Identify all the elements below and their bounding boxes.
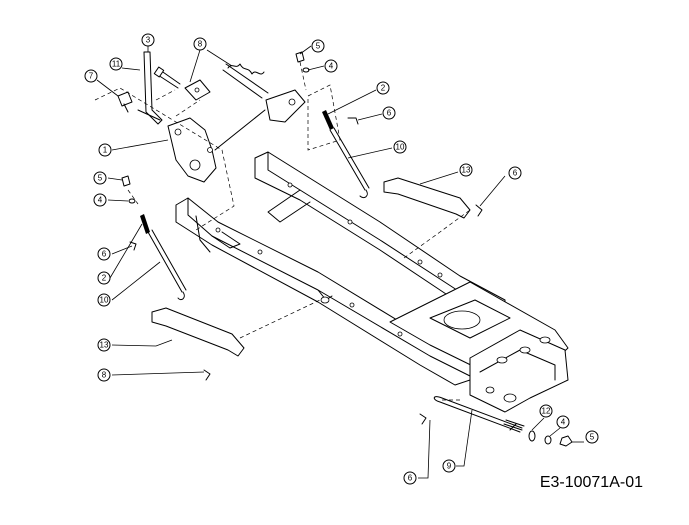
callout-4b: 4 (93, 193, 107, 207)
callout-6c: 6 (97, 247, 111, 261)
clip-7 (117, 91, 133, 113)
pin-2-right (322, 110, 334, 130)
callout-9: 9 (442, 459, 456, 473)
callout-8b: 8 (97, 368, 111, 382)
clip-8-left (203, 369, 211, 381)
svg-text:10: 10 (396, 143, 405, 152)
callout-12: 12 (539, 404, 553, 418)
screw-5-top (295, 51, 305, 63)
rod-10-left (147, 229, 187, 301)
small-plate (184, 79, 211, 101)
callout-7: 7 (84, 69, 98, 83)
svg-text:6: 6 (408, 474, 413, 483)
svg-text:10: 10 (100, 296, 109, 305)
callout-13b: 13 (97, 338, 111, 352)
svg-text:13: 13 (462, 166, 471, 175)
svg-text:8: 8 (102, 371, 107, 380)
washer-4-left (128, 198, 136, 204)
lever-11 (137, 51, 163, 125)
svg-text:4: 4 (98, 196, 103, 205)
svg-text:6: 6 (387, 109, 392, 118)
svg-text:13: 13 (100, 341, 109, 350)
callout-8a: 8 (193, 37, 207, 51)
callout-3: 3 (141, 33, 155, 47)
nut-5-bottom (559, 435, 573, 447)
callout-4a: 4 (324, 59, 338, 73)
washer-4-bottom (544, 435, 552, 445)
callout-5c: 5 (585, 430, 599, 444)
lever-bracket (167, 117, 217, 183)
callout-10b: 10 (97, 293, 111, 307)
callout-2b: 2 (97, 271, 111, 285)
svg-text:5: 5 (590, 433, 595, 442)
leader-lines (96, 45, 584, 479)
svg-text:7: 7 (89, 72, 94, 81)
svg-text:11: 11 (112, 60, 121, 69)
callout-6d: 6 (403, 471, 417, 485)
callout-1: 1 (98, 143, 112, 157)
assembly-lines (94, 61, 471, 401)
brace-13-left (151, 307, 245, 357)
callout-5a: 5 (311, 39, 325, 53)
callout-11: 11 (109, 57, 123, 71)
bolt-3 (153, 66, 181, 89)
svg-text:9: 9 (447, 462, 452, 471)
svg-text:12: 12 (542, 407, 551, 416)
clip-6-left (129, 241, 137, 251)
svg-text:2: 2 (102, 274, 107, 283)
callout-6a: 6 (382, 106, 396, 120)
callout-4c: 4 (556, 415, 570, 429)
callout-13a: 13 (459, 163, 473, 177)
clip-6-far-right (475, 204, 483, 217)
main-frame (175, 151, 569, 413)
pin-2-left (140, 214, 150, 234)
svg-text:8: 8 (198, 40, 203, 49)
svg-text:5: 5 (98, 174, 103, 183)
callout-5b: 5 (93, 171, 107, 185)
rod-9 (433, 396, 525, 433)
svg-text:5: 5 (316, 42, 321, 51)
svg-text:6: 6 (102, 250, 107, 259)
callout-2a: 2 (376, 81, 390, 95)
spring-linkage (214, 63, 306, 151)
svg-text:1: 1 (103, 146, 108, 155)
svg-text:4: 4 (561, 418, 566, 427)
svg-text:6: 6 (513, 169, 518, 178)
drawing-code-label: E3-10071A-01 (539, 474, 643, 491)
callout-6b: 6 (508, 166, 522, 180)
svg-text:2: 2 (381, 84, 386, 93)
svg-text:3: 3 (146, 36, 151, 45)
rod-10-right (329, 127, 370, 199)
washer-12 (528, 430, 536, 442)
screw-5-left (121, 175, 131, 187)
clip-6-bottom (419, 413, 427, 425)
clip-6-right (347, 117, 359, 125)
svg-text:4: 4 (329, 62, 334, 71)
brace-13-right (383, 177, 471, 219)
callout-10a: 10 (393, 140, 407, 154)
